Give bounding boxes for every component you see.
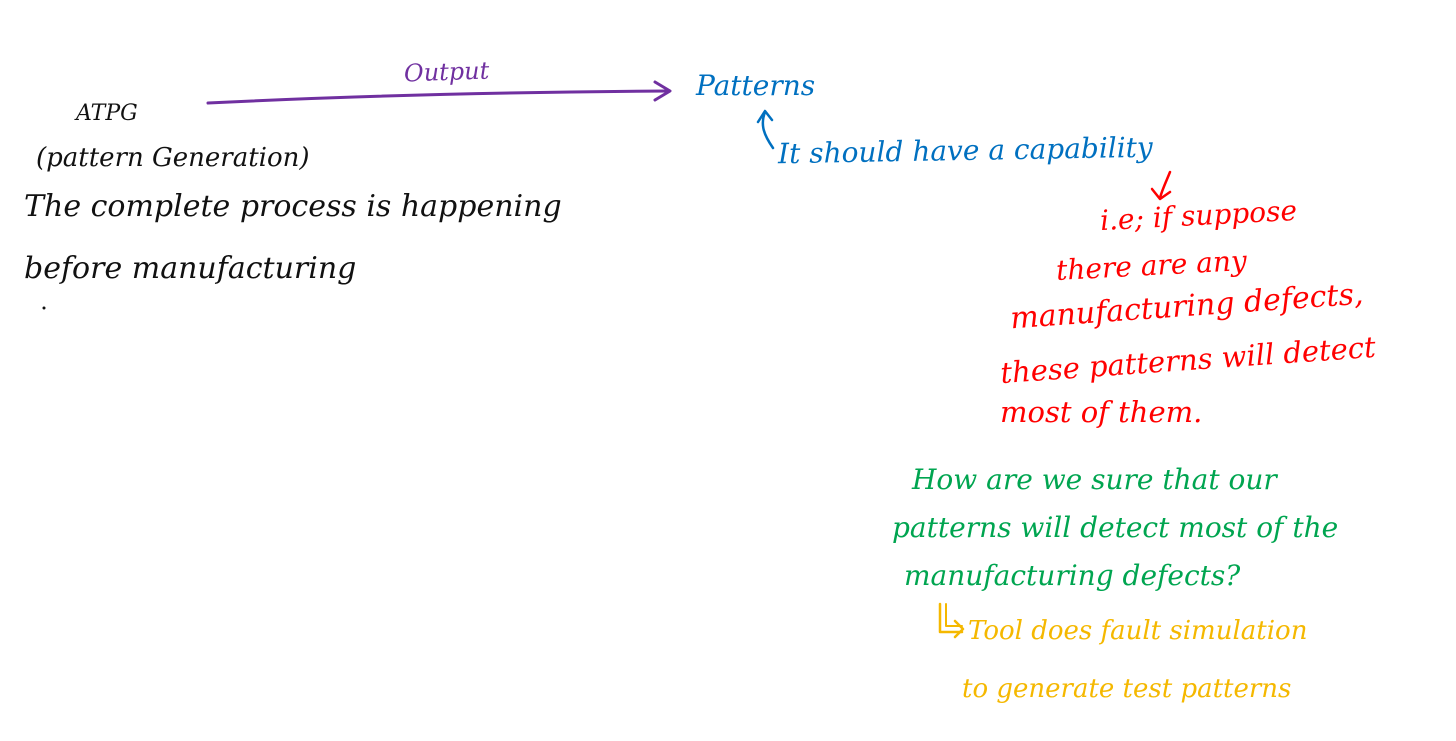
output-label: Output bbox=[403, 56, 490, 88]
pattern-generation-label: (pattern Generation) bbox=[36, 143, 310, 173]
answer-arrow bbox=[938, 602, 964, 634]
patterns-label: Patterns bbox=[696, 69, 816, 102]
process-note-line1: The complete process is happening bbox=[24, 189, 562, 224]
atpg-label: ATPG bbox=[76, 101, 138, 126]
answer-line1: Tool does fault simulation bbox=[968, 616, 1308, 646]
question-line3: manufacturing defects? bbox=[904, 559, 1241, 592]
capability-arrow bbox=[761, 110, 775, 150]
defect-arrow bbox=[1158, 170, 1172, 200]
answer-line2: to generate test patterns bbox=[962, 674, 1292, 704]
output-arrow bbox=[206, 89, 670, 105]
answer-arrowhead bbox=[953, 619, 965, 639]
question-line1: How are we sure that our bbox=[912, 463, 1277, 496]
answer-arrow-inner bbox=[945, 603, 963, 627]
output-arrowhead bbox=[653, 80, 672, 102]
process-note-line2: before manufacturing bbox=[24, 251, 357, 286]
capability-note: It should have a capability bbox=[777, 130, 1154, 171]
stray-dot bbox=[42, 306, 46, 310]
defect-note-line5: most of them. bbox=[1000, 395, 1203, 429]
defect-arrowhead bbox=[1150, 187, 1172, 201]
question-line2: patterns will detect most of the bbox=[892, 511, 1339, 544]
capability-arrowhead bbox=[756, 109, 774, 124]
